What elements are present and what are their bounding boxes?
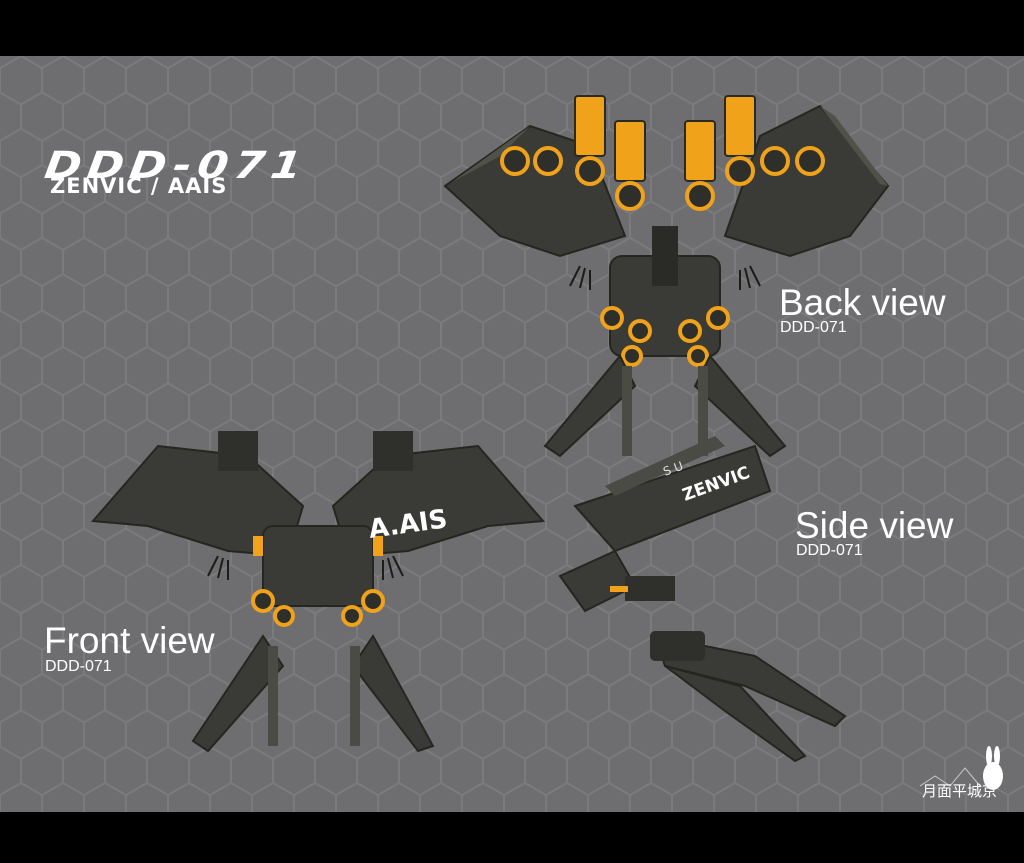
back-view-ship [443,95,890,458]
maker-subtitle: ZENVIC / AAIS [50,174,228,198]
front-view-code: DDD-071 [45,658,112,675]
side-view-label: Side view [795,505,954,546]
front-view-label: Front view [44,620,215,661]
back-view-code: DDD-071 [780,319,847,336]
side-view-ship: ZENVIC S U [558,436,847,763]
front-view-ship: A.AIS [90,431,546,753]
signature-text: 月面平城京 [922,782,998,800]
artist-signature-logo [919,746,1003,790]
illustration-canvas: A.AIS ZENVIC S U DDD-071 ZENVIC / AAIS B… [0,56,1024,812]
back-view-label: Back view [779,282,946,323]
side-small-decal: S U [661,459,685,479]
side-view-code: DDD-071 [796,542,863,559]
